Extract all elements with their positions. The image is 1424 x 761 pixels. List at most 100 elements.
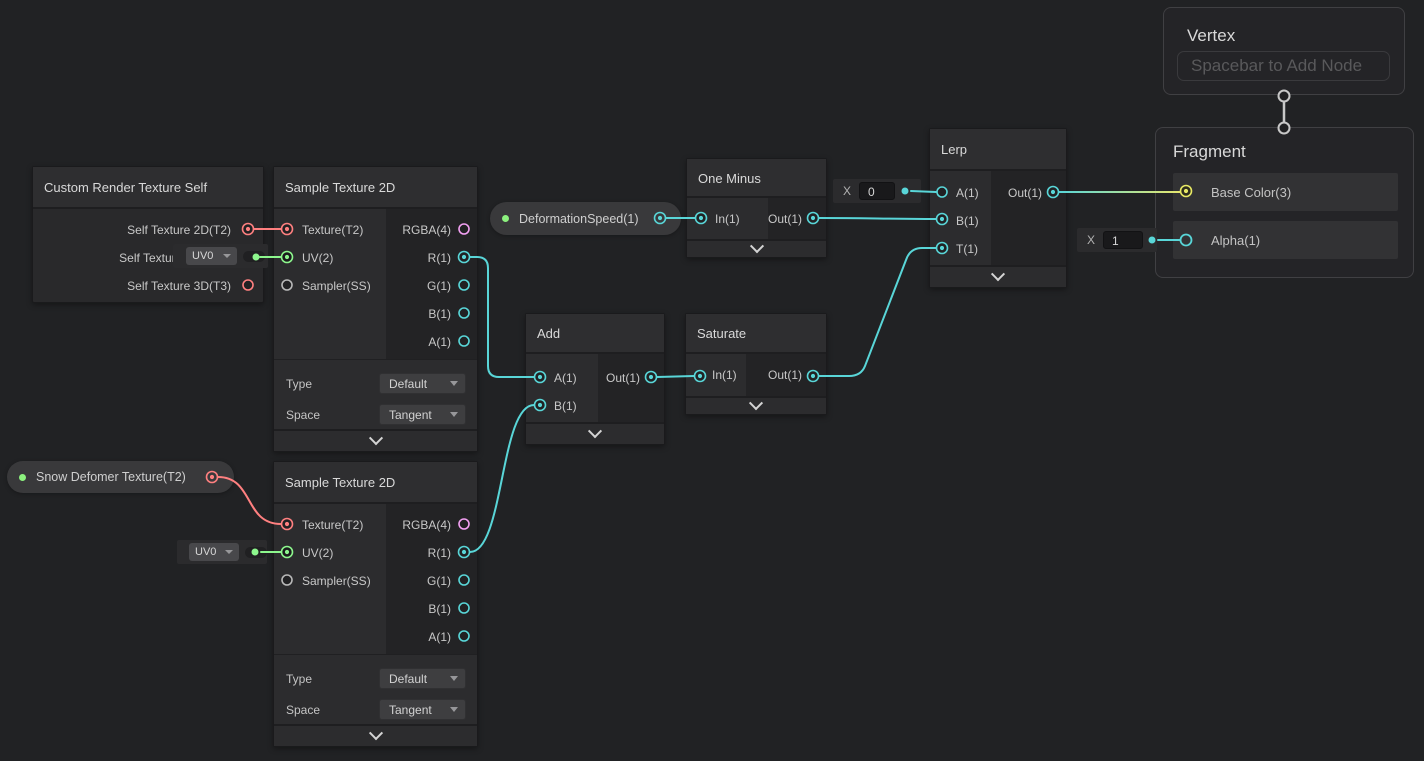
- type-dropdown[interactable]: Default: [379, 373, 466, 394]
- node-title: Vertex: [1187, 26, 1236, 45]
- port-selftexture3d-output[interactable]: [242, 279, 254, 291]
- value-field[interactable]: 1: [1103, 231, 1144, 249]
- port-dot: [537, 374, 543, 380]
- collapse-button[interactable]: [687, 239, 826, 257]
- port-row-t: T(1): [956, 242, 978, 256]
- uv-channel-dropdown[interactable]: UV0: [186, 247, 237, 265]
- value-field[interactable]: 0: [859, 182, 896, 200]
- node-fragment-context[interactable]: Fragment Base Color(3) Alpha(1): [1155, 127, 1414, 278]
- port-dot: [461, 549, 467, 555]
- port-row-rgba: RGBA(4): [402, 518, 451, 532]
- port-row-a: A(1): [428, 630, 451, 644]
- space-dropdown[interactable]: Tangent: [379, 699, 466, 720]
- node-sample-texture-2d-top[interactable]: Sample Texture 2D Texture(T2) UV(2) Samp…: [273, 166, 478, 452]
- space-dropdown[interactable]: Tangent: [379, 404, 466, 425]
- port-dot: [810, 215, 816, 221]
- port-sample2-a-output[interactable]: [458, 630, 470, 642]
- port-sample1-a-output[interactable]: [458, 335, 470, 347]
- slot-base-color[interactable]: Base Color(3): [1173, 173, 1398, 211]
- node-lerp[interactable]: Lerp A(1) B(1) T(1) Out(1): [929, 128, 1067, 288]
- port-dot: [939, 245, 945, 251]
- port-row-uv: UV(2): [302, 251, 334, 265]
- node-title: Saturate: [686, 314, 826, 354]
- port-sample2-g-output[interactable]: [458, 574, 470, 586]
- slot-alpha[interactable]: Alpha(1): [1173, 221, 1398, 259]
- vertex-link-handle[interactable]: [1277, 89, 1291, 103]
- port-sample1-rgba-output[interactable]: [458, 223, 470, 235]
- node-title: Sample Texture 2D: [274, 462, 477, 504]
- space-label: Space: [286, 407, 321, 422]
- port-row-sampler: Sampler(SS): [302, 574, 371, 588]
- port-sample1-g-output[interactable]: [458, 279, 470, 291]
- port-row-self-texture-2d: Self Texture 2D(T2): [127, 223, 231, 237]
- port-dot: [1050, 189, 1056, 195]
- collapse-button[interactable]: [526, 422, 664, 444]
- uv-channel-widget-top: UV0: [173, 244, 268, 268]
- port-dot: [697, 373, 703, 379]
- port-sample2-rgba-output[interactable]: [458, 518, 470, 530]
- x0-widget-dot: [901, 187, 909, 195]
- spacebar-add-node-hint[interactable]: Spacebar to Add Node: [1177, 51, 1390, 81]
- port-row-b: B(1): [428, 307, 451, 321]
- port-dot: [245, 226, 251, 232]
- x-component-label: X: [843, 184, 852, 198]
- collapse-button[interactable]: [274, 429, 477, 451]
- port-sample1-b-output[interactable]: [458, 307, 470, 319]
- lerp-a-default-widget: X 0: [833, 179, 921, 203]
- port-row-out: Out(1): [767, 211, 802, 226]
- x-component-label: X: [1087, 233, 1096, 247]
- port-dot: [698, 215, 704, 221]
- port-dot: [939, 216, 945, 222]
- fragment-link-handle[interactable]: [1277, 121, 1291, 135]
- port-dot: [810, 373, 816, 379]
- node-vertex-context[interactable]: Vertex Spacebar to Add Node: [1163, 7, 1405, 95]
- port-row-self-texture-3d: Self Texture 3D(T3): [127, 279, 231, 293]
- port-fragment-alpha[interactable]: [1179, 233, 1193, 247]
- chevron-down-icon: [587, 424, 603, 439]
- node-sample-texture-2d-bottom[interactable]: Sample Texture 2D Texture(T2) UV(2) Samp…: [273, 461, 478, 747]
- node-one-minus[interactable]: One Minus In(1) Out(1): [686, 158, 827, 258]
- chevron-down-icon: [223, 254, 231, 258]
- port-row-a: A(1): [554, 371, 577, 385]
- chevron-down-icon: [225, 550, 234, 554]
- port-row-a: A(1): [428, 335, 451, 349]
- collapse-button[interactable]: [930, 265, 1066, 287]
- node-title: Fragment: [1173, 142, 1246, 161]
- port-row-out: Out(1): [767, 368, 802, 382]
- port-sample2-sampler-input[interactable]: [281, 574, 293, 586]
- port-sample1-sampler-input[interactable]: [281, 279, 293, 291]
- type-dropdown[interactable]: Default: [379, 668, 466, 689]
- port-row-out: Out(1): [1007, 186, 1042, 200]
- collapse-button[interactable]: [274, 724, 477, 746]
- port-row-b: B(1): [956, 214, 979, 228]
- node-saturate[interactable]: Saturate In(1) Out(1): [685, 313, 827, 415]
- port-sample2-b-output[interactable]: [458, 602, 470, 614]
- uv-channel-dropdown[interactable]: UV0: [189, 543, 240, 561]
- port-row-in: In(1): [712, 368, 737, 382]
- alpha-default-widget: X 1: [1077, 228, 1157, 252]
- port-lerp-a[interactable]: [936, 186, 948, 198]
- port-row-g: G(1): [427, 574, 451, 588]
- port-row-texture: Texture(T2): [302, 518, 364, 532]
- port-row-sampler: Sampler(SS): [302, 279, 371, 293]
- collapse-button[interactable]: [686, 396, 826, 414]
- property-deformation-speed[interactable]: DeformationSpeed(1): [490, 202, 681, 235]
- port-row-in: In(1): [715, 211, 740, 226]
- port-dot: [537, 402, 543, 408]
- node-title: Sample Texture 2D: [274, 167, 477, 209]
- edge-saturate-to-lerp-t[interactable]: [818, 247, 937, 377]
- port-row-out: Out(1): [605, 371, 640, 385]
- port-row-uv: UV(2): [302, 546, 334, 560]
- chevron-down-icon: [748, 396, 764, 411]
- node-title: Add: [526, 314, 664, 354]
- edge-oneminus-to-lerp-b[interactable]: [818, 217, 937, 220]
- port-row-b: B(1): [428, 602, 451, 616]
- chevron-down-icon: [450, 707, 458, 712]
- port-dot: [284, 226, 290, 232]
- node-custom-render-texture-self[interactable]: Custom Render Texture Self Self Texture …: [32, 166, 264, 303]
- space-label: Space: [286, 702, 321, 717]
- port-dot: [657, 215, 663, 221]
- property-snow-deformer-texture[interactable]: Snow Defomer Texture(T2): [7, 461, 234, 493]
- node-add[interactable]: Add A(1) B(1) Out(1): [525, 313, 665, 445]
